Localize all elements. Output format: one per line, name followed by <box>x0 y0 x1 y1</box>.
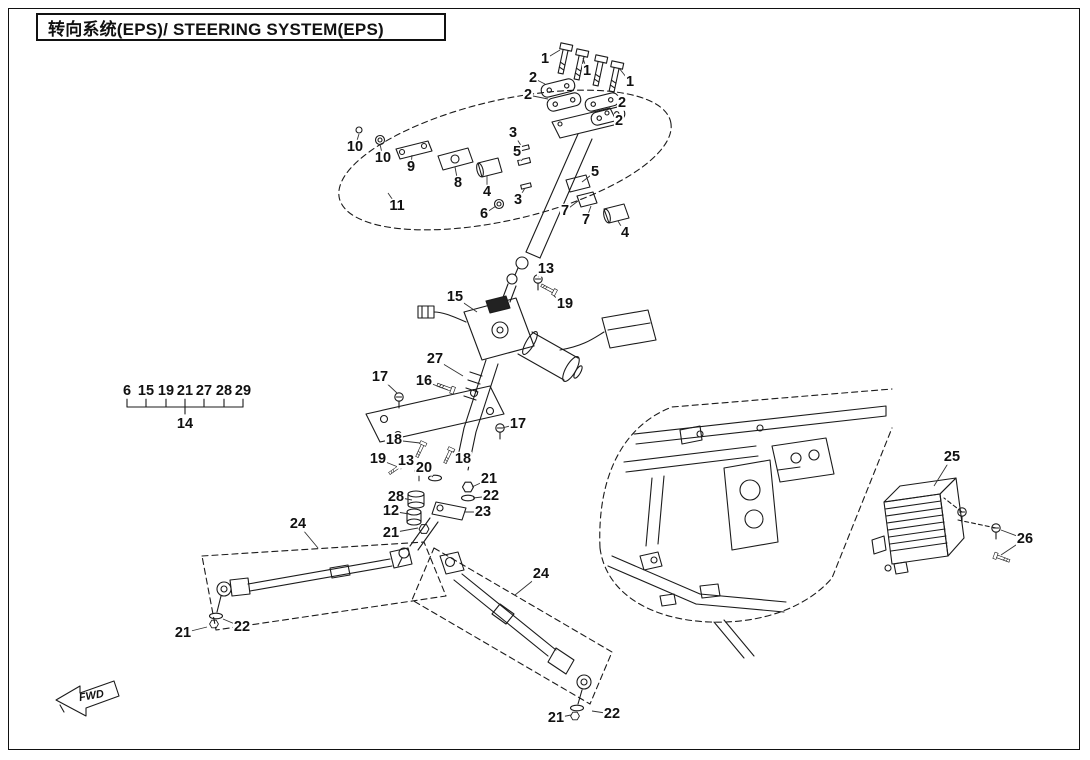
small-parts-group <box>355 126 630 224</box>
tie-rod-right <box>411 547 613 721</box>
page-title: 转向系统(EPS)/ STEERING SYSTEM(EPS) <box>36 13 446 41</box>
fwd-label: FWD <box>78 688 105 704</box>
steering-column <box>501 107 619 303</box>
detail-ellipse <box>338 89 672 231</box>
eps-controller <box>871 477 1011 575</box>
frame-section <box>599 388 893 659</box>
mounting-plate <box>365 385 505 465</box>
eps-motor-unit <box>417 295 657 382</box>
pitman-arm-group <box>387 462 476 567</box>
tie-rod-left <box>201 541 447 631</box>
lower-column-tube <box>455 359 499 471</box>
fwd-arrow <box>55 680 120 717</box>
legend-bracket <box>126 397 244 415</box>
leader-lines <box>182 49 1026 719</box>
